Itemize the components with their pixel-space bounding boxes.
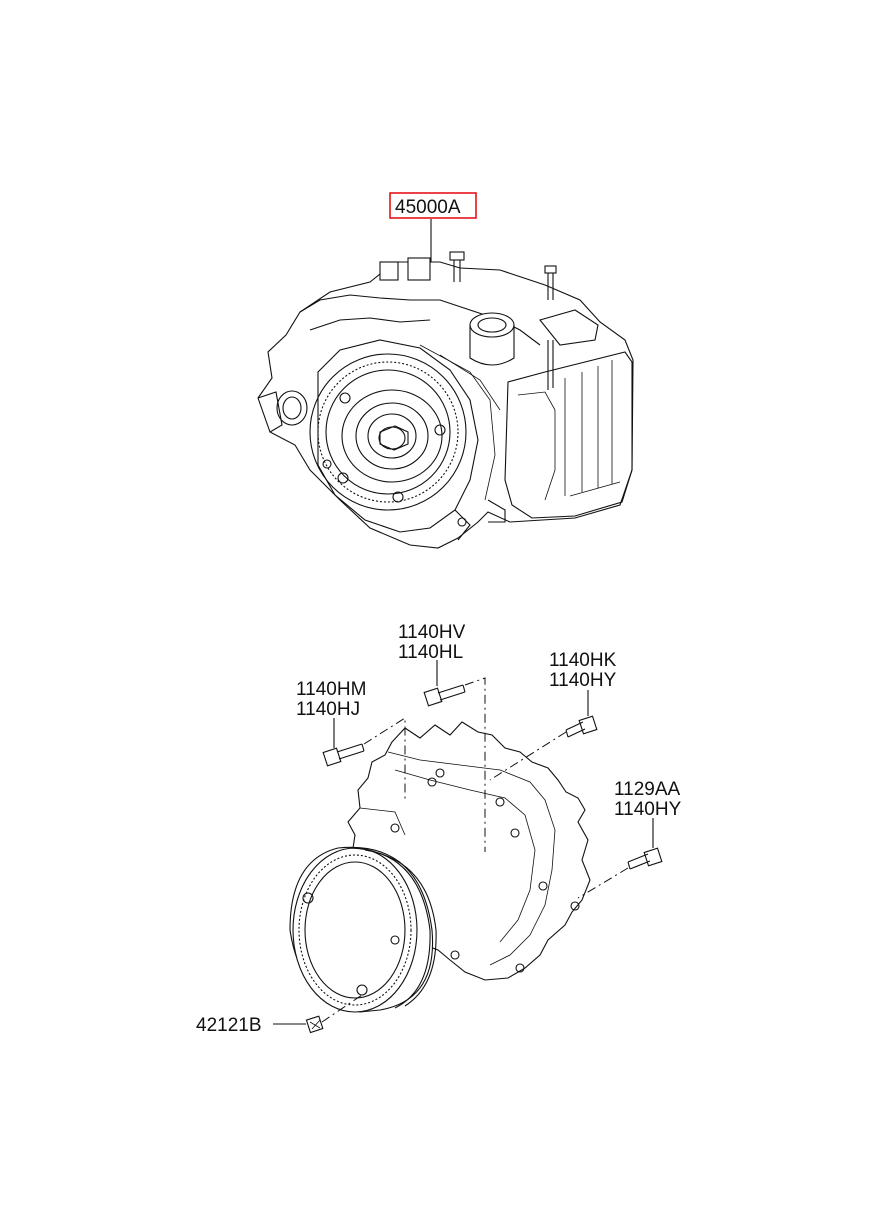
label-1140hv[interactable]: 1140HV (398, 622, 466, 643)
label-1140hy-2[interactable]: 1140HY (614, 799, 682, 820)
bolt-42121b (305, 1015, 324, 1034)
bolt-1140hv (423, 684, 466, 707)
label-1129aa[interactable]: 1129AA (614, 779, 681, 800)
part-labels: 1140HV 1140HL 1140HK 1140HY 1140HM 1140H… (196, 622, 682, 1036)
label-1140hk[interactable]: 1140HK (549, 650, 617, 671)
bolt-1140hm (322, 743, 365, 767)
label-1140hl[interactable]: 1140HL (398, 642, 463, 663)
highlight-box (389, 192, 477, 219)
bolt-1129aa (627, 847, 663, 870)
bolt-1140hk (565, 715, 598, 738)
label-1140hm[interactable]: 1140HM (296, 679, 366, 700)
label-1140hy[interactable]: 1140HY (549, 670, 617, 691)
torque-converter-drawing (289, 846, 437, 1013)
leader-lines (273, 660, 654, 1025)
label-1140hj[interactable]: 1140HJ (296, 699, 360, 720)
assembly-callout[interactable]: 45000A (389, 192, 477, 262)
label-45000a[interactable]: 45000A (395, 197, 461, 218)
label-42121b[interactable]: 42121B (196, 1015, 262, 1036)
transaxle-assembly-drawing (257, 251, 634, 549)
